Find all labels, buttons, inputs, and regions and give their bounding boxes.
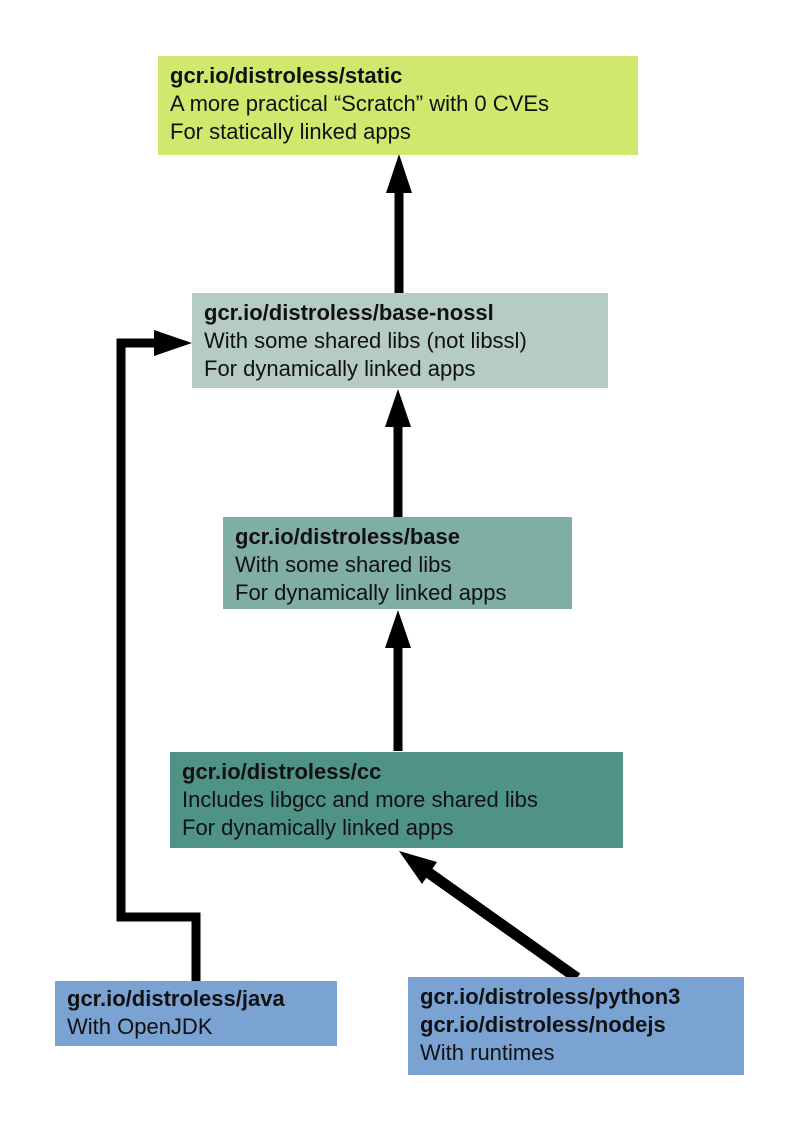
- node-cc-line2: For dynamically linked apps: [182, 815, 454, 840]
- node-python-title: gcr.io/distroless/python3: [420, 984, 681, 1009]
- node-python-nodejs-line1: With runtimes: [420, 1040, 555, 1065]
- node-base-line2: For dynamically linked apps: [235, 580, 507, 605]
- node-java: gcr.io/distroless/java With OpenJDK: [55, 981, 337, 1046]
- arrow-cc-to-base: [385, 610, 411, 751]
- node-base-nossl-title: gcr.io/distroless/base-nossl: [204, 300, 494, 325]
- node-base-title: gcr.io/distroless/base: [235, 524, 460, 549]
- arrow-base-to-base-nossl: [385, 389, 411, 518]
- node-cc-title: gcr.io/distroless/cc: [182, 759, 382, 784]
- arrow-python-nodejs-to-cc: [399, 851, 581, 983]
- node-base-nossl: gcr.io/distroless/base-nossl With some s…: [192, 293, 608, 388]
- node-cc-line1: Includes libgcc and more shared libs: [182, 787, 538, 812]
- node-java-title: gcr.io/distroless/java: [67, 986, 285, 1011]
- node-static: gcr.io/distroless/static A more practica…: [158, 56, 638, 155]
- node-static-line1: A more practical “Scratch” with 0 CVEs: [170, 91, 550, 116]
- node-static-line2: For statically linked apps: [170, 119, 411, 144]
- arrow-java-to-base-nossl: [116, 330, 201, 981]
- node-base-line1: With some shared libs: [235, 552, 452, 577]
- node-base: gcr.io/distroless/base With some shared …: [223, 517, 572, 609]
- node-cc: gcr.io/distroless/cc Includes libgcc and…: [170, 752, 623, 848]
- node-java-line1: With OpenJDK: [67, 1014, 213, 1039]
- node-base-nossl-line2: For dynamically linked apps: [204, 356, 476, 381]
- node-python-nodejs: gcr.io/distroless/python3 gcr.io/distrol…: [408, 977, 744, 1075]
- node-nodejs-title: gcr.io/distroless/nodejs: [420, 1012, 666, 1037]
- arrow-base-nossl-to-static: [386, 154, 412, 294]
- node-base-nossl-line1: With some shared libs (not libssl): [204, 328, 527, 353]
- node-static-title: gcr.io/distroless/static: [170, 63, 403, 88]
